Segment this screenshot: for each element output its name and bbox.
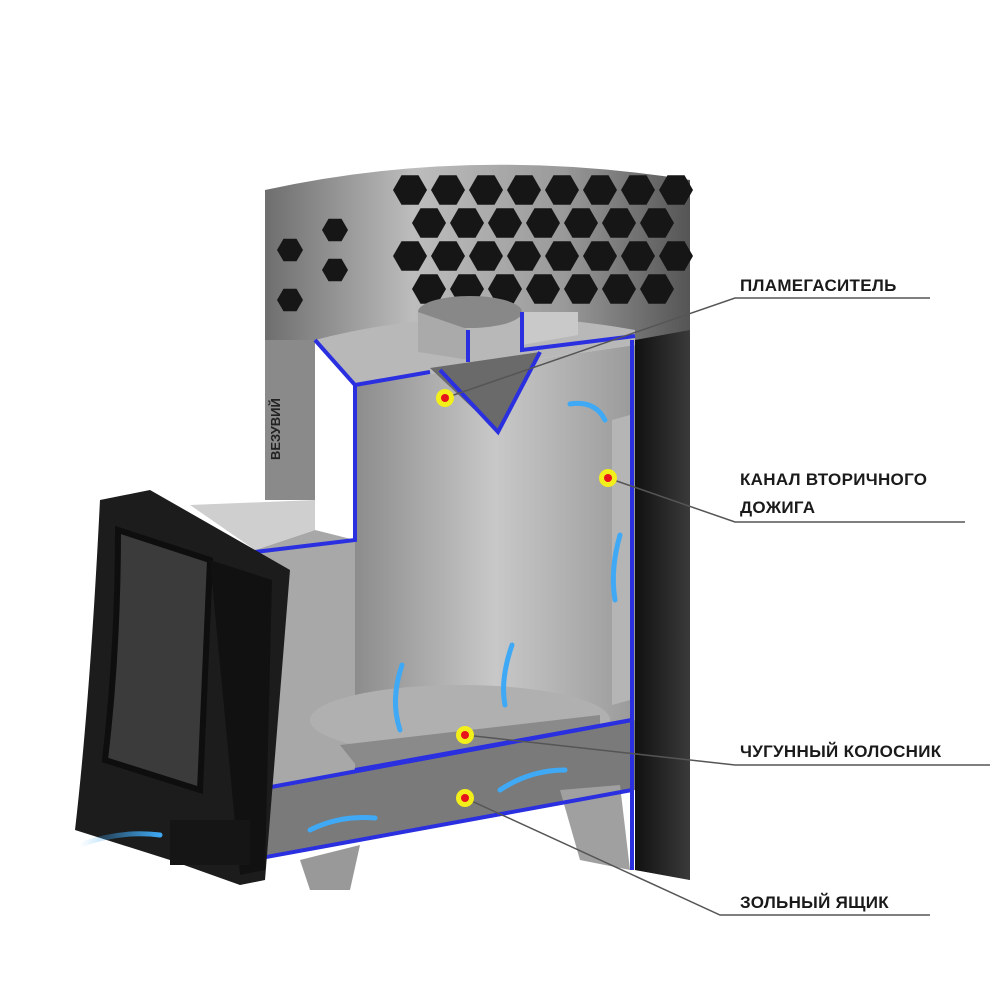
hex-hole (488, 208, 522, 238)
label-cast-iron-grate: ЧУГУННЫЙ КОЛОСНИК (740, 742, 942, 761)
marker-flame-arrester (436, 389, 454, 407)
hex-hole (450, 208, 484, 238)
hex-hole (545, 175, 579, 205)
hex-hole (393, 175, 427, 205)
hex-hole (621, 241, 655, 271)
hex-hole (488, 274, 522, 304)
leader-lines (444, 297, 990, 916)
chimney-collar (418, 312, 470, 360)
hex-hole (583, 175, 617, 205)
label-ash-box: ЗОЛЬНЫЙ ЯЩИК (740, 893, 889, 912)
hex-hole (564, 274, 598, 304)
hex-hole (507, 175, 541, 205)
hex-hole (469, 175, 503, 205)
hex-hole (322, 258, 348, 282)
shell-left-lower (265, 340, 315, 500)
hex-hole (583, 241, 617, 271)
hex-hole (602, 208, 636, 238)
hex-hole (277, 288, 303, 312)
hex-hole (507, 241, 541, 271)
hex-hole (621, 175, 655, 205)
hex-hole (277, 238, 303, 262)
label-secondary-channel-line2: ДОЖИГА (740, 498, 816, 517)
hex-hole (564, 208, 598, 238)
hex-hole (659, 175, 693, 205)
hex-hole (322, 218, 348, 242)
hex-hole (393, 241, 427, 271)
flame-arrester (430, 352, 540, 432)
hex-hole (526, 274, 560, 304)
logo: ВЕЗУВИЙ (268, 398, 283, 460)
markers (436, 389, 617, 807)
ash-chamber (255, 720, 635, 860)
label-secondary-channel: КАНАЛ ВТОРИЧНОГО ДОЖИГА (740, 466, 927, 522)
marker-secondary-channel (599, 469, 617, 487)
marker-ash-box (456, 789, 474, 807)
marker-grate (456, 726, 474, 744)
firebox (355, 345, 635, 770)
door (75, 490, 290, 885)
airflow-arrows (77, 400, 623, 848)
hex-hole (526, 208, 560, 238)
hex-hole (412, 208, 446, 238)
hex-hole (602, 274, 636, 304)
right-side-panel (635, 330, 690, 880)
hex-hole (469, 241, 503, 271)
hex-hole (412, 274, 446, 304)
hex-hole (640, 274, 674, 304)
label-flame-arrester: ПЛАМЕГАСИТЕЛЬ (740, 276, 897, 295)
hex-hole (659, 241, 693, 271)
section-outline (249, 312, 636, 870)
hex-hole (431, 175, 465, 205)
hex-hole (431, 241, 465, 271)
hex-hole (545, 241, 579, 271)
label-secondary-channel-line1: КАНАЛ ВТОРИЧНОГО (740, 470, 928, 489)
hex-hole (640, 208, 674, 238)
